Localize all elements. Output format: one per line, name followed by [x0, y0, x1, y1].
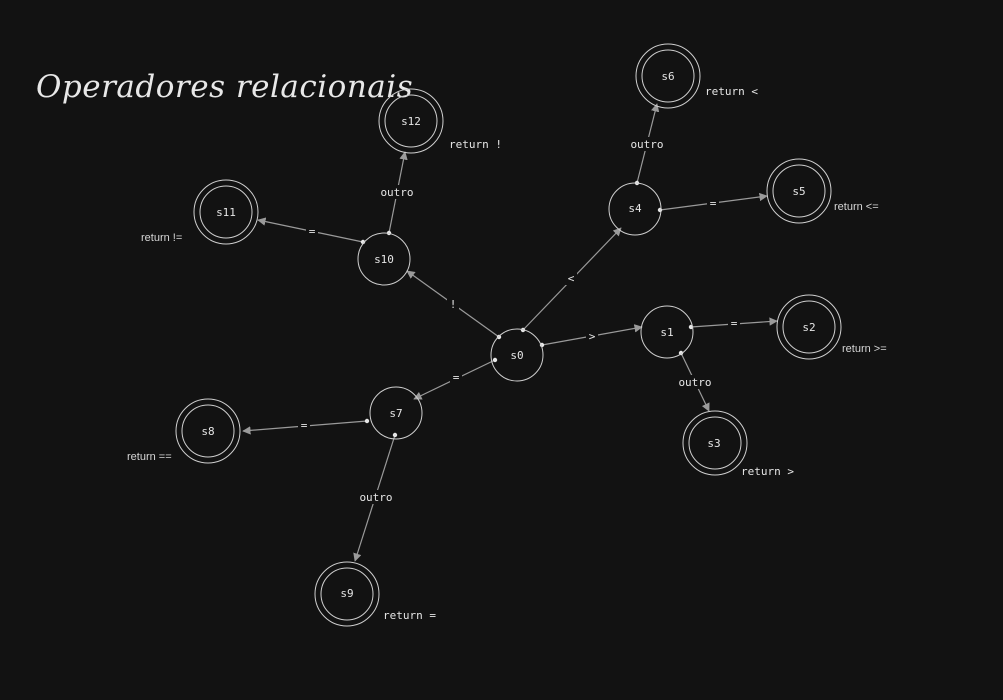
edge-s1-s3: outro [676, 350, 714, 412]
edge-label-s10-s12: outro [380, 186, 413, 199]
state-s11-final: s11 [193, 179, 259, 245]
state-label-s10: s10 [374, 253, 394, 266]
state-s10: s10 [357, 232, 411, 286]
return-label-s2: return >= [842, 343, 887, 355]
state-s7: s7 [369, 386, 423, 440]
edge-label-s0-s7: = [453, 371, 460, 384]
return-label-s3: return > [741, 465, 794, 478]
state-s12-final: s12 [378, 88, 444, 154]
state-label-s8: s8 [201, 425, 214, 438]
state-label-s12: s12 [401, 115, 421, 128]
state-label-s4: s4 [628, 202, 642, 215]
edge-label-s4-s6: outro [630, 138, 663, 151]
edge-s4-s5: = [657, 192, 768, 213]
return-label-s6: return < [705, 85, 758, 98]
return-label-s8: return == [127, 451, 172, 463]
edge-label-s0-s1: > [589, 330, 596, 343]
state-s5-final: s5 [766, 158, 832, 224]
state-label-s0: s0 [510, 349, 523, 362]
edge-label-s0-s4: < [568, 272, 575, 285]
return-label-s5: return <= [834, 201, 879, 213]
edge-s7-s8: = [242, 418, 370, 435]
edge-label-s0-s10: ! [450, 298, 457, 311]
edge-s7-s9: outro [353, 432, 398, 562]
state-s1: s1 [640, 305, 694, 359]
return-label-s12: return ! [449, 138, 502, 151]
state-label-s5: s5 [792, 185, 805, 198]
return-labels: return < return ! return <= return != re… [127, 85, 887, 622]
return-label-s11: return != [141, 232, 182, 244]
state-s6-final: s6 [635, 43, 701, 109]
state-s4: s4 [608, 182, 662, 236]
edge-s10-s12: outro [378, 151, 416, 236]
edge-label-s1-s3: outro [678, 376, 711, 389]
state-label-s6: s6 [661, 70, 674, 83]
state-label-s11: s11 [216, 206, 236, 219]
edge-s10-s11: = [257, 217, 366, 245]
nodes: s0 s1 s2 s3 s4 s5 s6 [175, 43, 842, 627]
edge-label-s7-s8: = [301, 419, 308, 432]
return-label-s9: return = [383, 609, 436, 622]
state-s2-final: s2 [776, 294, 842, 360]
state-s0: s0 [490, 328, 544, 382]
state-label-s2: s2 [802, 321, 815, 334]
edge-s1-s2: = [688, 317, 778, 330]
state-s3-final: s3 [682, 410, 748, 476]
edge-s0-s7: = [413, 357, 498, 400]
edge-s0-s10: ! [406, 270, 502, 340]
state-label-s7: s7 [389, 407, 402, 420]
edge-s0-s4: < [520, 227, 622, 333]
edges: > = outro < = [242, 103, 778, 562]
edge-label-s4-s5: = [710, 197, 717, 210]
diagram-title: Operadores relacionais [36, 69, 413, 105]
edge-s0-s1: > [539, 324, 643, 348]
state-label-s3: s3 [707, 437, 720, 450]
state-s8-final: s8 [175, 398, 241, 464]
edge-s4-s6: outro [628, 103, 666, 186]
edge-label-s10-s11: = [309, 225, 316, 238]
edge-label-s1-s2: = [731, 317, 738, 330]
state-label-s9: s9 [340, 587, 353, 600]
edge-label-s7-s9: outro [359, 491, 392, 504]
state-s9-final: s9 [314, 561, 380, 627]
state-label-s1: s1 [660, 326, 673, 339]
